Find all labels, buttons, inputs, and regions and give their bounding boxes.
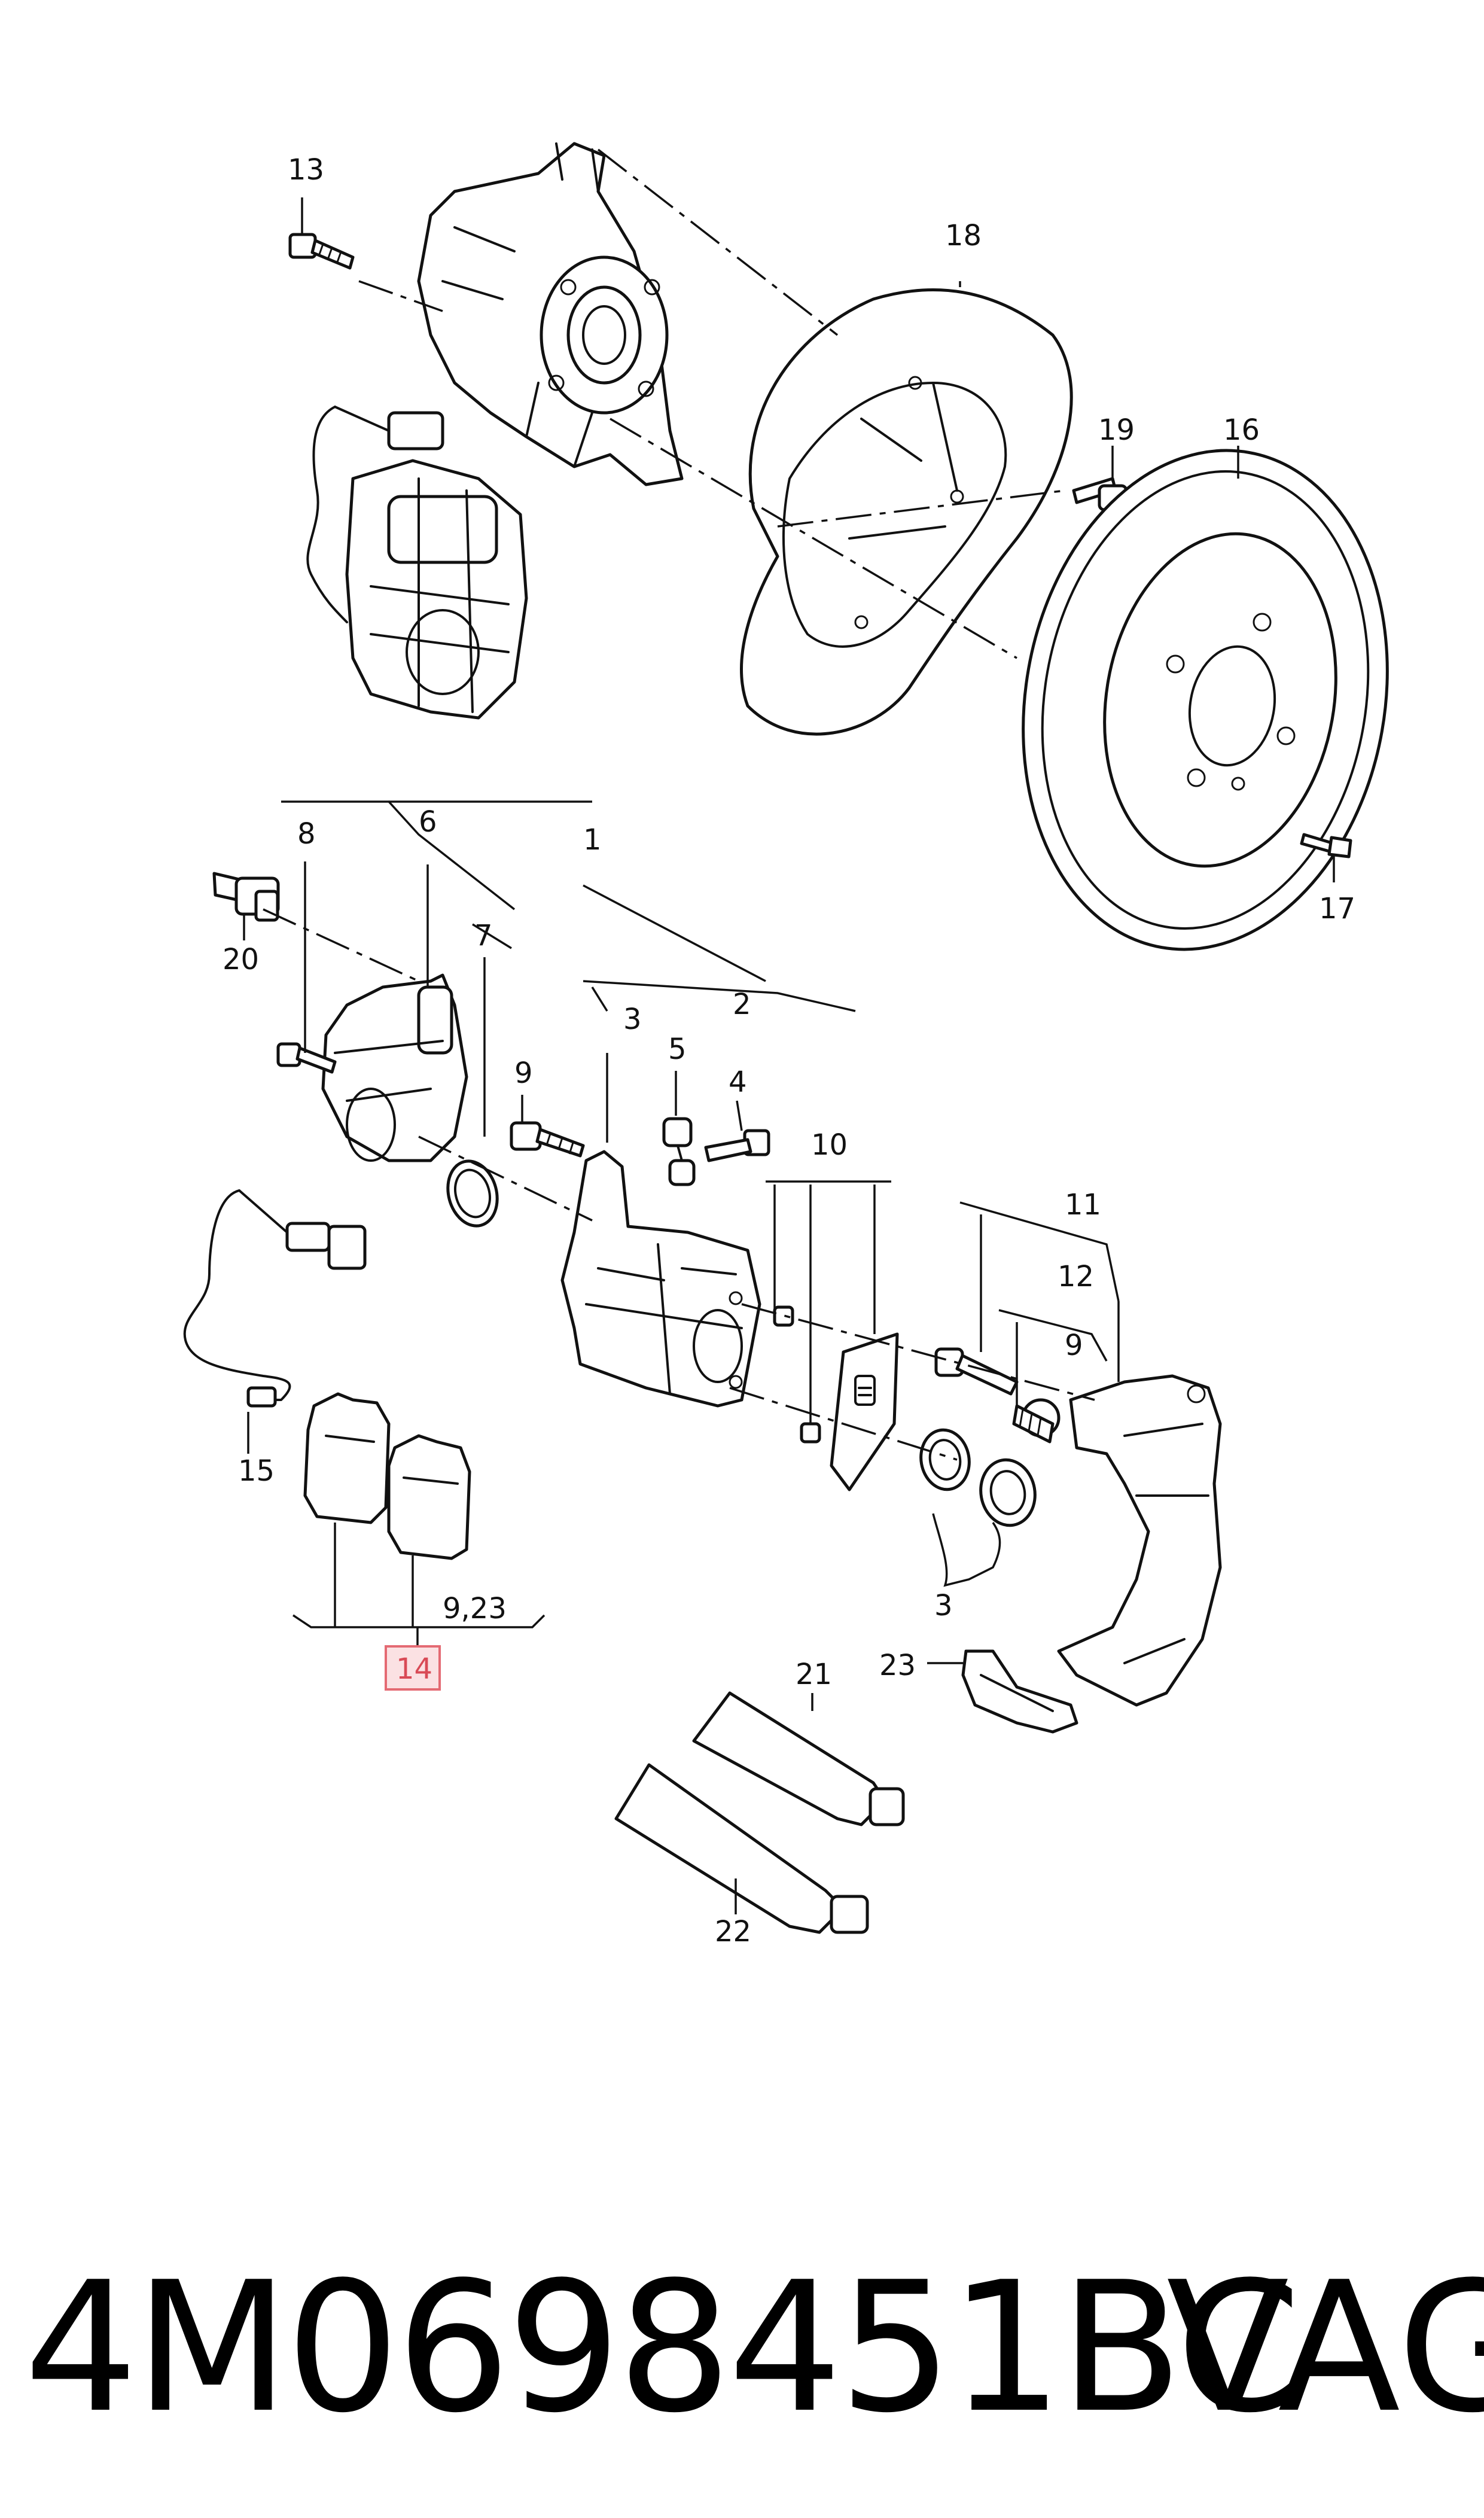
alignment-line [418, 1135, 593, 1222]
wheel-bearing-housing [417, 142, 684, 486]
callout-10: 10 [811, 1128, 848, 1162]
part-number-footer: 4M0698451BC VAG [0, 2249, 1484, 2447]
bolt-9-guide [510, 1121, 585, 1158]
electric-parking-brake-motor [321, 973, 468, 1162]
wheel-speed-sensor-upper [306, 406, 444, 623]
callout-23: 23 [879, 1649, 916, 1682]
grease-tube-21 [692, 1691, 905, 1826]
callout-14: 14 [396, 1652, 432, 1686]
callout-9a: 9 [514, 1056, 533, 1090]
callout-12: 12 [1058, 1260, 1094, 1293]
callout-16: 16 [1223, 413, 1260, 447]
brake-pad-inner [303, 1392, 391, 1524]
splash-shield [740, 288, 1073, 736]
wheel-speed-sensor-lower [183, 1189, 367, 1408]
cap-5 [662, 1117, 696, 1186]
brake-disc [1022, 449, 1389, 951]
caliper-assembly-upper [345, 459, 528, 720]
alignment-line [729, 1387, 958, 1461]
retaining-spring-23 [961, 1649, 1078, 1734]
seal-ring-3a [919, 1428, 971, 1491]
highlighted-callout-14: 14 [385, 1645, 441, 1691]
callout-2: 2 [733, 988, 751, 1021]
alignment-line [597, 148, 839, 336]
callout-9b: 9 [1065, 1329, 1083, 1362]
bellows-12 [1012, 1398, 1061, 1444]
o-ring-7 [446, 1159, 499, 1228]
bolt-13 [288, 233, 355, 270]
callout-21: 21 [796, 1658, 832, 1691]
callout-7: 7 [474, 919, 493, 952]
callout-1: 1 [583, 823, 602, 857]
alignment-line [777, 489, 1065, 528]
guide-bolt-11 [934, 1347, 1019, 1396]
manufacturer-name: VAG [1166, 2243, 1484, 2452]
callout-5: 5 [668, 1033, 687, 1066]
callout-4: 4 [729, 1065, 747, 1099]
callout-19: 19 [1098, 413, 1135, 447]
screw-17 [1300, 833, 1352, 858]
callout-3b: 3 [934, 1589, 953, 1622]
alignment-line [610, 418, 1017, 659]
bleeder-valve-4 [704, 1129, 770, 1162]
plate-10 [830, 1332, 899, 1491]
brake-pad-outer [387, 1434, 471, 1560]
part-number: 4M0698451BC [24, 2243, 1302, 2452]
seal-ring-3b [979, 1458, 1037, 1527]
brake-caliper [560, 1150, 761, 1408]
alignment-line [263, 908, 419, 982]
callout-17: 17 [1319, 892, 1355, 925]
callout-20: 20 [223, 943, 259, 976]
callout-3a: 3 [623, 1003, 642, 1036]
alignment-line [741, 1303, 1095, 1401]
callout-11: 11 [1065, 1188, 1101, 1222]
sensor-20 [212, 872, 280, 922]
guide-sleeve-10 [773, 1305, 821, 1444]
bolt-8 [276, 1042, 337, 1074]
alignment-line [358, 280, 443, 312]
grease-tube-22 [614, 1763, 869, 1934]
leader-lines [243, 197, 1335, 1914]
callout-15: 15 [238, 1454, 275, 1488]
callout-6: 6 [419, 805, 437, 839]
callout-22: 22 [715, 1915, 751, 1948]
callout-8: 8 [297, 817, 316, 851]
callout-13: 13 [288, 153, 324, 187]
caliper-carrier [1057, 1374, 1222, 1707]
callout-9-23: 9,23 [443, 1592, 507, 1625]
callout-18: 18 [945, 219, 982, 252]
